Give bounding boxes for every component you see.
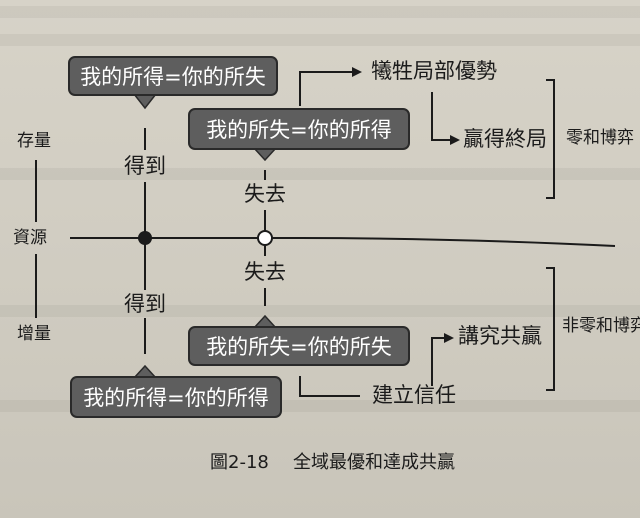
bubble-shared-loss: 我的所失=你的所失 [188,326,410,366]
lose-node [257,230,273,246]
gain-node [138,231,152,245]
arrow-to-win-endgame [431,92,460,145]
figure-title: 全域最優和達成共贏 [293,452,455,473]
arrow-to-local-advantage [299,67,362,106]
resource-label: 資源 [13,228,47,248]
outcome-local-advantage: 犧牲局部優勢 [371,59,497,83]
line-to-build-trust [299,376,360,397]
bracket-zero-sum [546,79,555,199]
bubble-tail [132,93,158,110]
bubble-zero-sum-loss: 我的所失=你的所得 [188,108,410,150]
zero-sum-label: 零和博弈 [566,128,634,148]
outcome-win-win: 講究共贏 [458,324,542,348]
resource-line [70,237,616,247]
bracket-non-zero-sum [546,267,555,391]
non-zero-sum-label: 非零和博弈 [562,316,640,336]
outcome-build-trust: 建立信任 [372,383,456,407]
bleed-through-line [0,305,640,317]
arrow-to-win-win [431,333,454,386]
bleed-through-line [0,168,640,180]
figure-number: 圖2-18 [210,452,269,473]
gain-label-top: 得到 [124,154,166,178]
bleed-through-line [0,34,640,46]
bubble-zero-sum-gain: 我的所得=你的所失 [68,56,278,96]
outcome-win-endgame: 贏得終局 [463,127,547,151]
stock-label: 存量 [17,131,51,151]
lose-label-top: 失去 [244,182,286,206]
lose-label-bottom: 失去 [244,260,286,284]
gain-label-bottom: 得到 [124,292,166,316]
increment-label: 增量 [17,324,51,344]
bleed-through-line [0,6,640,18]
bubble-shared-gain: 我的所得=你的所得 [70,376,282,418]
